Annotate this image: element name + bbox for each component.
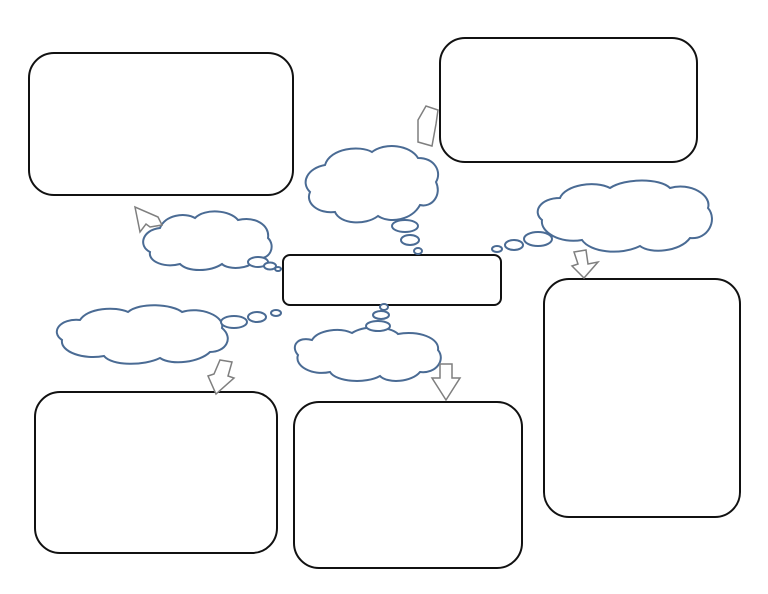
- arrow-down-center: [430, 363, 462, 402]
- cloud-right: [491, 179, 713, 253]
- center-box: [282, 254, 502, 306]
- cloud-top-center: [304, 145, 440, 255]
- box-bottom-left: [34, 391, 278, 554]
- cloud-bottom-center: [293, 303, 442, 382]
- arrow-up-left: [133, 205, 164, 234]
- cloud-left: [142, 210, 282, 272]
- arrow-up-right: [417, 105, 439, 147]
- box-top-right: [439, 37, 698, 163]
- cloud-bottom-left: [55, 304, 282, 365]
- box-right: [543, 278, 741, 518]
- box-top-left: [28, 52, 294, 196]
- box-bottom-center: [293, 401, 523, 569]
- arrow-down-left: [206, 359, 236, 396]
- arrow-down-right: [570, 249, 601, 280]
